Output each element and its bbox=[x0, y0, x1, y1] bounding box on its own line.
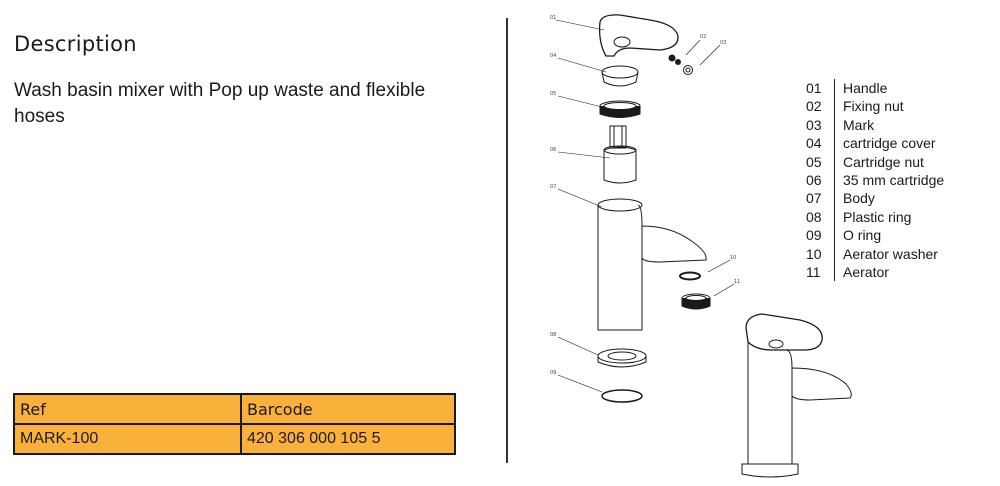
part-separator bbox=[834, 189, 835, 208]
parts-list-item: 08 Plastic ring bbox=[806, 207, 944, 227]
exploded-view-drawing: 01 02 03 04 05 06 07 10 11 08 09 bbox=[550, 14, 852, 478]
part-name: O ring bbox=[843, 227, 882, 244]
callout-05: 05 bbox=[550, 91, 556, 97]
part-separator bbox=[834, 134, 835, 153]
part-separator bbox=[834, 244, 835, 264]
part-name: Fixing nut bbox=[843, 98, 904, 115]
part-separator bbox=[834, 226, 835, 245]
barcode-value: 420 306 000 105 5 bbox=[240, 423, 456, 455]
part-name: Cartridge nut bbox=[843, 153, 924, 170]
parts-list-item: 06 35 mm cartridge bbox=[806, 171, 945, 190]
callout-09: 09 bbox=[550, 370, 556, 376]
callout-10: 10 bbox=[730, 255, 736, 261]
callout-04: 04 bbox=[550, 53, 556, 59]
part-separator bbox=[834, 171, 835, 190]
parts-list-item: 04 cartridge cover bbox=[806, 134, 944, 153]
part-number: 08 bbox=[806, 208, 822, 225]
part-name: Handle bbox=[843, 80, 888, 96]
part-separator bbox=[834, 97, 835, 116]
callout-01: 01 bbox=[550, 15, 556, 21]
part-separator bbox=[834, 152, 835, 172]
part-number: 02 bbox=[806, 98, 822, 115]
ref-header: Ref bbox=[13, 393, 242, 425]
callout-03: 03 bbox=[720, 40, 726, 46]
part-number: 10 bbox=[806, 245, 822, 262]
part-number: 01 bbox=[806, 80, 822, 96]
callout-06: 06 bbox=[550, 147, 556, 153]
parts-list-item: 03 Mark bbox=[806, 115, 944, 135]
part-name: Plastic ring bbox=[843, 208, 912, 225]
product-description: Wash basin mixer with Pop up waste and f… bbox=[14, 80, 426, 127]
part-name: Body bbox=[843, 190, 875, 207]
ref-barcode-table: Ref Barcode MARK-100 420 306 000 105 5 bbox=[13, 393, 456, 455]
callout-11: 11 bbox=[734, 279, 740, 285]
parts-list-item: 01 Handle bbox=[806, 79, 944, 98]
parts-list-item: 05 Cartridge nut bbox=[806, 152, 944, 172]
part-separator bbox=[834, 207, 835, 227]
callout-07: 07 bbox=[550, 184, 556, 190]
part-number: 03 bbox=[806, 116, 822, 133]
vertical-divider bbox=[506, 18, 508, 463]
parts-list-item: 09 O ring bbox=[806, 226, 944, 245]
parts-list-item: 11 Aerator bbox=[806, 263, 944, 282]
part-separator bbox=[834, 115, 835, 135]
parts-list-item: 02 Fixing nut bbox=[806, 97, 944, 116]
part-name: Aerator bbox=[843, 264, 889, 281]
parts-list: 01 Handle 02 Fixing nut 03 Mark 04 cartridge co… bbox=[806, 79, 945, 282]
part-number: 06 bbox=[806, 172, 822, 189]
part-number: 11 bbox=[806, 264, 821, 281]
part-number: 09 bbox=[806, 227, 822, 244]
parts-list-item: 07 Body bbox=[806, 189, 944, 208]
parts-list-item: 10 Aerator washer bbox=[806, 244, 944, 264]
table-header-row: Ref Barcode bbox=[13, 393, 456, 425]
part-name: Aerator washer bbox=[843, 245, 938, 262]
part-number: 07 bbox=[806, 190, 822, 207]
part-name: Mark bbox=[843, 116, 875, 133]
part-name: 35 mm cartridge bbox=[843, 172, 945, 189]
barcode-header: Barcode bbox=[240, 393, 456, 425]
part-separator bbox=[834, 263, 835, 282]
part-number: 04 bbox=[806, 135, 822, 152]
description-heading: Description bbox=[14, 32, 137, 56]
table-row: MARK-100 420 306 000 105 5 bbox=[13, 423, 456, 455]
part-separator bbox=[834, 79, 835, 98]
callout-08: 08 bbox=[550, 332, 556, 338]
part-number: 05 bbox=[806, 153, 822, 170]
ref-value: MARK-100 bbox=[13, 423, 242, 455]
callout-02: 02 bbox=[700, 34, 706, 40]
part-name: cartridge cover bbox=[843, 135, 936, 152]
